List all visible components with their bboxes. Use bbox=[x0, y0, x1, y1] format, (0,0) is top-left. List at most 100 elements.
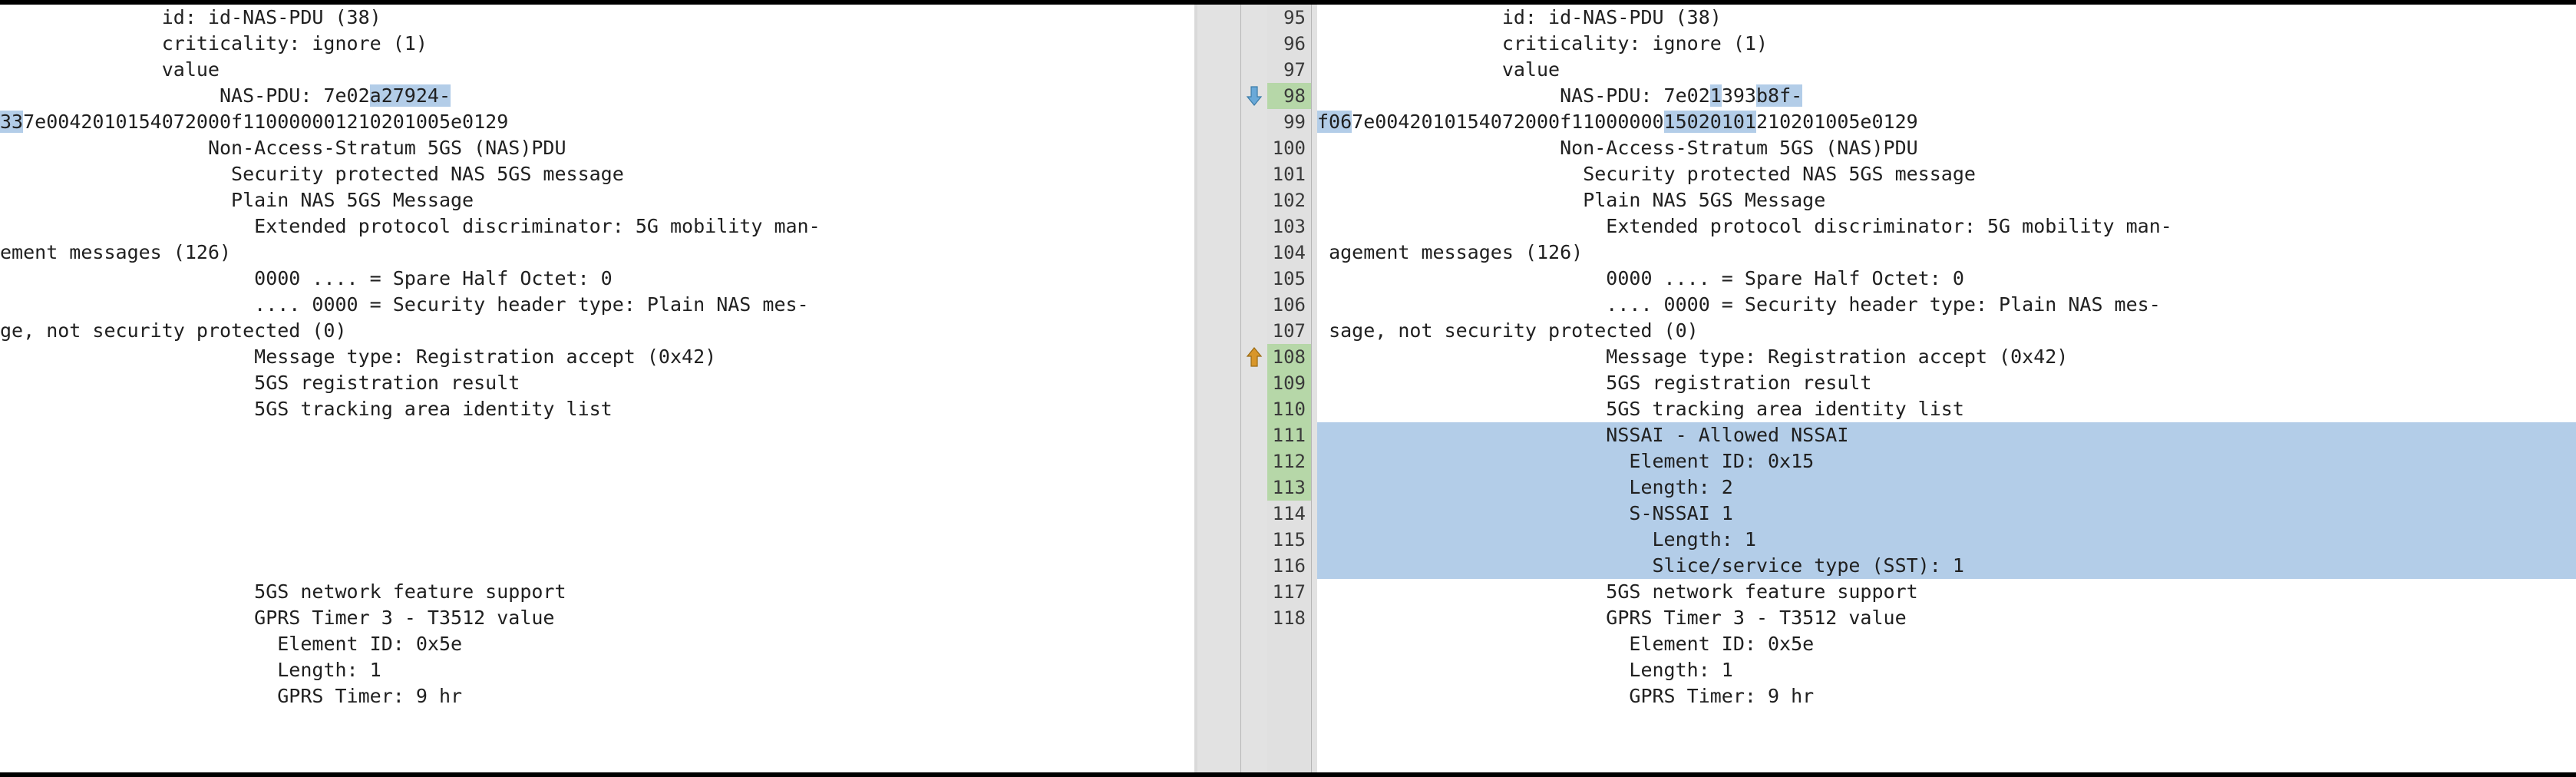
diff-text-span: 5GS network feature support bbox=[254, 580, 566, 603]
gutter-marker-slot[interactable] bbox=[1241, 109, 1267, 135]
diff-text-span: Message type: Registration accept (0x42) bbox=[1606, 346, 2069, 368]
line-number: 97 bbox=[1283, 59, 1306, 81]
line-indent bbox=[1317, 58, 1502, 81]
diff-line: Length: 2 bbox=[1317, 474, 2576, 501]
diff-highlight-span: 33 bbox=[0, 111, 24, 133]
line-indent bbox=[0, 633, 277, 655]
bottom-letterbox-bar bbox=[0, 772, 2576, 777]
line-indent bbox=[1317, 319, 1329, 342]
gutter-marker-slot[interactable] bbox=[1241, 579, 1267, 605]
line-indent bbox=[1317, 685, 1629, 707]
line-indent bbox=[1317, 215, 1606, 237]
diff-text-span: Extended protocol discriminator: 5G mobi… bbox=[254, 215, 821, 237]
gutter-marker-slot[interactable] bbox=[1241, 213, 1267, 240]
line-number: 111 bbox=[1267, 422, 1311, 448]
arrow-up-icon[interactable] bbox=[1245, 346, 1263, 368]
diff-text-span: 5GS tracking area identity list bbox=[1606, 398, 1964, 420]
diff-text-span: criticality: ignore (1) bbox=[161, 32, 428, 55]
gutter-marker-slot[interactable] bbox=[1241, 527, 1267, 553]
line-number: 103 bbox=[1272, 216, 1306, 237]
diff-line: 5GS network feature support bbox=[1317, 579, 2576, 605]
line-number: 102 bbox=[1272, 190, 1306, 211]
gutter-marker-slot[interactable] bbox=[1241, 292, 1267, 318]
diff-text-span: GPRS Timer: 9 hr bbox=[277, 685, 463, 707]
diff-text-span: sage, not security protected (0) bbox=[1329, 319, 1699, 342]
gutter-marker-slot[interactable] bbox=[1241, 266, 1267, 292]
line-number: 117 bbox=[1272, 581, 1306, 603]
diff-text-span: Non-Access-Stratum 5GS (NAS)PDU bbox=[207, 137, 566, 159]
diff-line: NAS-PDU: 7e021393b8f- bbox=[1317, 83, 2576, 109]
gutter-marker-slot[interactable] bbox=[1241, 83, 1267, 109]
diff-text-span: 7e0042010154072000f11000000 bbox=[1352, 111, 1664, 133]
diff-line: Non-Access-Stratum 5GS (NAS)PDU bbox=[1317, 135, 2576, 161]
line-indent bbox=[0, 293, 254, 316]
line-number: 105 bbox=[1272, 268, 1306, 289]
line-indent bbox=[0, 607, 254, 629]
gutter-marker-slot[interactable] bbox=[1241, 474, 1267, 501]
gutter-marker-slot[interactable] bbox=[1241, 318, 1267, 344]
line-indent bbox=[1317, 137, 1560, 159]
line-number: 109 bbox=[1267, 370, 1311, 396]
diff-highlight-span: a279 bbox=[369, 84, 416, 107]
gutter-marker-slot[interactable] bbox=[1241, 422, 1267, 448]
diff-text-span: 0000 .... = Spare Half Octet: 0 bbox=[1606, 267, 1964, 289]
gutter-marker-slot[interactable] bbox=[1241, 448, 1267, 474]
diff-text-span: GPRS Timer: 9 hr bbox=[1629, 685, 1815, 707]
line-number: 110 bbox=[1267, 396, 1311, 422]
line-number: 114 bbox=[1272, 503, 1306, 524]
line-indent bbox=[0, 137, 208, 159]
diff-line: NAS-PDU: 7e02a27924- bbox=[0, 83, 1197, 109]
left-diff-pane[interactable]: id: id-NAS-PDU (38) criticality: ignore … bbox=[0, 5, 1197, 772]
gutter-marker-slot[interactable] bbox=[1241, 31, 1267, 57]
line-indent bbox=[1317, 398, 1606, 420]
diff-text-span: 210201005e0129 bbox=[1755, 111, 1918, 133]
line-indent bbox=[0, 84, 220, 107]
gutter-marker-slot[interactable] bbox=[1241, 161, 1267, 187]
diff-line: Element ID: 0x15 bbox=[1317, 448, 2576, 474]
line-indent bbox=[0, 58, 162, 81]
diff-text-span: GPRS Timer 3 - T3512 value bbox=[1606, 607, 1907, 629]
diff-line: Security protected NAS 5GS message bbox=[0, 161, 1197, 187]
diff-line: Element ID: 0x5e bbox=[0, 631, 1197, 657]
gutter-marker-slot[interactable] bbox=[1241, 553, 1267, 579]
line-number: 115 bbox=[1272, 529, 1306, 551]
diff-text-span: Plain NAS 5GS Message bbox=[1583, 189, 1826, 211]
right-diff-pane[interactable]: id: id-NAS-PDU (38) criticality: ignore … bbox=[1317, 5, 2576, 772]
gutter-marker-column[interactable] bbox=[1240, 5, 1268, 772]
diff-line bbox=[0, 422, 1197, 448]
diff-text-span: value bbox=[1501, 58, 1560, 81]
diff-text-span: Message type: Registration accept (0x42) bbox=[254, 346, 717, 368]
line-indent bbox=[1317, 450, 1629, 472]
gutter-marker-slot[interactable] bbox=[1241, 370, 1267, 396]
diff-line: Non-Access-Stratum 5GS (NAS)PDU bbox=[0, 135, 1197, 161]
diff-line bbox=[0, 474, 1197, 501]
gutter-marker-slot[interactable] bbox=[1241, 396, 1267, 422]
diff-line: Security protected NAS 5GS message bbox=[1317, 161, 2576, 187]
diff-text-span: id: id-NAS-PDU (38) bbox=[161, 6, 381, 28]
gutter-marker-slot[interactable] bbox=[1241, 5, 1267, 31]
diff-line: Extended protocol discriminator: 5G mobi… bbox=[1317, 213, 2576, 240]
arrow-down-icon[interactable] bbox=[1245, 85, 1263, 107]
gutter-marker-slot[interactable] bbox=[1241, 135, 1267, 161]
line-indent bbox=[0, 659, 277, 681]
diff-text-span: Length: 2 bbox=[1629, 476, 1733, 498]
diff-line: ge, not security protected (0) bbox=[0, 318, 1197, 344]
diff-text-span: NAS-PDU: 7e02 bbox=[219, 84, 370, 107]
diff-text-span: 7e0042010154072000f110000001210201005e01… bbox=[23, 111, 509, 133]
diff-line: ement messages (126) bbox=[0, 240, 1197, 266]
line-number: 107 bbox=[1272, 320, 1306, 342]
diff-highlight-span: 1 bbox=[1709, 84, 1722, 107]
gutter-marker-slot[interactable] bbox=[1241, 501, 1267, 527]
gutter-marker-slot[interactable] bbox=[1241, 344, 1267, 370]
diff-highlight-span: f06 bbox=[1317, 111, 1352, 133]
diff-text-span: 5GS registration result bbox=[1606, 372, 1872, 394]
diff-text-span: value bbox=[161, 58, 220, 81]
gutter-marker-slot[interactable] bbox=[1241, 57, 1267, 83]
diff-text-span: .... 0000 = Security header type: Plain … bbox=[1606, 293, 2161, 316]
gutter-marker-slot[interactable] bbox=[1241, 605, 1267, 631]
gutter-marker-slot[interactable] bbox=[1241, 187, 1267, 213]
diff-text-span: criticality: ignore (1) bbox=[1501, 32, 1769, 55]
gutter-marker-slot[interactable] bbox=[1241, 240, 1267, 266]
